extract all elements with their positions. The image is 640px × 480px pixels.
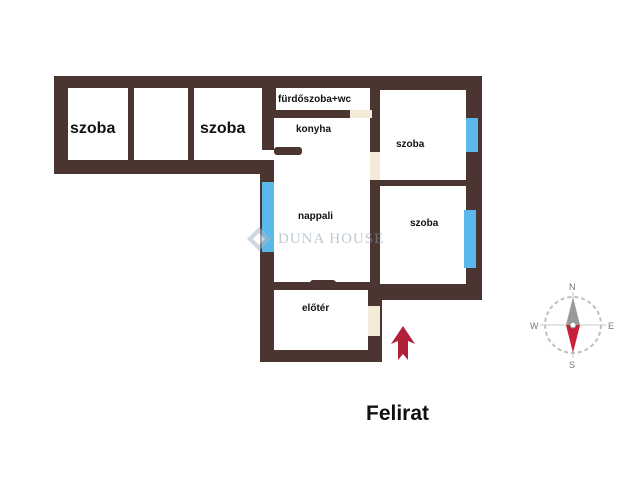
label-hallway: előtér [302, 303, 329, 314]
room-szoba-left-1 [68, 88, 128, 160]
compass-east-label: E [608, 321, 614, 331]
room-hallway [274, 290, 368, 350]
label-szoba-right-mid: szoba [410, 218, 439, 229]
label-bathroom: fürdőszoba+wc [278, 94, 352, 105]
label-szoba-right-top: szoba [396, 139, 425, 150]
watermark: DUNA HOUSE [246, 226, 384, 252]
compass: N S E W [530, 282, 614, 370]
room-bathroom [276, 88, 370, 110]
room-interiors [68, 88, 466, 350]
entrance-arrow-icon [391, 326, 415, 360]
stub-living [310, 280, 336, 288]
plan-caption: Felirat [366, 402, 430, 425]
label-kitchen: konyha [296, 124, 331, 135]
room-szoba-right-top [380, 90, 466, 180]
window-right-mid [464, 210, 476, 268]
compass-south-label: S [569, 360, 575, 370]
compass-north-label: N [569, 282, 576, 292]
label-szoba-left-2: szoba [200, 120, 245, 137]
room-labels: szoba szoba fürdőszoba+wc konyha szoba n… [70, 94, 439, 314]
watermark-logo-icon [247, 227, 271, 251]
room-szoba-right-mid [380, 186, 466, 284]
compass-needle-north-icon [566, 297, 580, 325]
room-szoba-left-2 [194, 88, 262, 160]
label-living-room: nappali [298, 211, 333, 222]
stub-kitchen [274, 147, 302, 155]
wall-stubs [274, 147, 336, 288]
watermark-text: DUNA HOUSE [278, 230, 385, 247]
compass-west-label: W [530, 321, 539, 331]
window-right-top [466, 118, 478, 152]
label-szoba-left-1: szoba [70, 120, 115, 137]
compass-needle-south-icon [566, 325, 580, 353]
doors [350, 110, 380, 336]
door-bathroom [350, 110, 372, 118]
room-kitchen-living [274, 118, 370, 282]
door-entrance [368, 306, 380, 336]
opening-kitchen-to-left [258, 150, 278, 160]
room-middle-small [134, 88, 188, 160]
door-right-top [370, 152, 380, 180]
